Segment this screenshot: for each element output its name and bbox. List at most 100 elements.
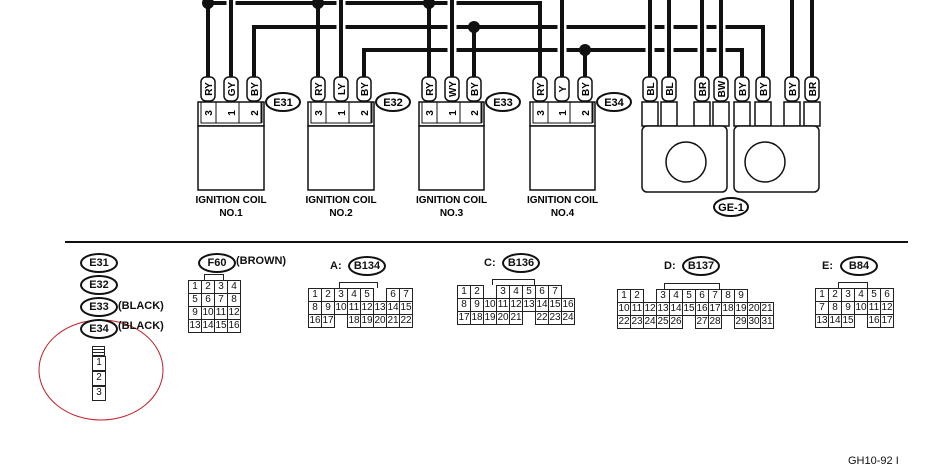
pin: 7 <box>399 288 413 302</box>
pin-number: 3 <box>425 110 436 116</box>
pin-number: 3 <box>536 110 547 116</box>
wire-color-label: RY <box>204 82 215 96</box>
wire-color-label-box <box>333 76 349 102</box>
pin: 9 <box>321 301 335 315</box>
pin: 12 <box>360 301 374 315</box>
pin-gap <box>854 314 868 328</box>
connector-id-oval: E34 <box>80 319 118 339</box>
pin: 20 <box>373 314 387 328</box>
pin: 7 <box>548 285 562 299</box>
pin: 12 <box>227 306 241 320</box>
pin: 11 <box>867 301 881 315</box>
by-bus-wire-1 <box>252 25 765 77</box>
pin: 8 <box>308 301 322 315</box>
pin: 16 <box>695 302 709 316</box>
connector-latch <box>663 283 721 289</box>
pin-gap <box>483 285 497 299</box>
wire-color-label: BW <box>717 80 728 97</box>
pin: 10 <box>617 302 631 316</box>
pin: 3 <box>92 386 106 401</box>
pin: 4 <box>509 285 523 299</box>
coil-title: IGNITION COIL <box>416 195 487 206</box>
ignition-coil-body <box>418 125 485 191</box>
wire-color-label-box <box>466 76 482 102</box>
pin: 25 <box>656 315 670 329</box>
pin: 18 <box>470 311 484 325</box>
wire-color-label: BY <box>360 82 371 96</box>
pin: 20 <box>496 311 510 325</box>
wire-color-label: BL <box>646 82 657 95</box>
wire-color-label-box <box>642 76 658 102</box>
connector-latch <box>92 346 105 356</box>
wire-color-label: Y <box>558 85 569 92</box>
connector-id: E34 <box>604 97 624 109</box>
pin: 15 <box>399 301 413 315</box>
pin: 10 <box>334 301 348 315</box>
wire-color-label-box <box>356 76 372 102</box>
pin: 18 <box>721 302 735 316</box>
by-bus-wire-2 <box>362 48 744 77</box>
pin-gap <box>334 314 348 328</box>
pin: 10 <box>201 306 215 320</box>
connector-latch <box>492 279 536 285</box>
pin: 13 <box>656 302 670 316</box>
connector-color-note: (BROWN) <box>236 255 287 267</box>
pin-number: 1 <box>558 110 569 116</box>
pin: 21 <box>509 311 523 325</box>
wire-color-label-box <box>532 76 548 102</box>
wire-color-label: WY <box>448 81 459 97</box>
pin: 11 <box>630 302 644 316</box>
terminal-sleeve <box>712 101 730 127</box>
coil-connector-inner <box>532 101 593 124</box>
wire-color-label: BY <box>759 82 770 96</box>
pin: 17 <box>321 314 335 328</box>
wire-color-label: BR <box>808 81 819 96</box>
pin: 6 <box>201 293 215 307</box>
pin: 17 <box>457 311 471 325</box>
pin: 12 <box>880 301 894 315</box>
pin: 10 <box>854 301 868 315</box>
wire-color-label-box <box>577 76 593 102</box>
wire-color-label: LY <box>337 83 348 95</box>
pin: 14 <box>386 301 400 315</box>
connector-id-oval: E32 <box>80 275 118 295</box>
connector-prefix: D: <box>664 260 676 272</box>
pin-number: 1 <box>227 110 238 116</box>
pin: 5 <box>867 288 881 302</box>
pin: 14 <box>201 319 215 333</box>
wire-color-label-box <box>734 76 750 102</box>
wire-color-label-box <box>246 76 262 102</box>
pin: 12 <box>509 298 523 312</box>
terminal-sleeve <box>693 101 711 127</box>
wire-color-label-box <box>784 76 800 102</box>
connector-id-oval: B136 <box>502 253 540 273</box>
connector-id-oval <box>265 92 301 112</box>
wire-color-label-box <box>421 76 437 102</box>
pin: 2 <box>92 371 106 386</box>
terminal-sleeve <box>803 101 821 127</box>
pin: 6 <box>535 285 549 299</box>
pin: 28 <box>708 315 722 329</box>
connector-id-oval: F60 <box>198 253 236 273</box>
pin: 19 <box>360 314 374 328</box>
pin: 14 <box>535 298 549 312</box>
terminal-sleeve <box>641 101 659 127</box>
pin: 2 <box>828 288 842 302</box>
pin: 6 <box>880 288 894 302</box>
coil-number: NO.4 <box>551 208 575 219</box>
wire-color-label: BY <box>788 82 799 96</box>
pin: 16 <box>867 314 881 328</box>
splice-dot <box>202 0 214 9</box>
pin: 17 <box>708 302 722 316</box>
pin: 13 <box>522 298 536 312</box>
coil-connector-inner <box>421 101 482 124</box>
pin: 4 <box>347 288 361 302</box>
pin-gap <box>643 289 657 303</box>
pin: 7 <box>708 289 722 303</box>
